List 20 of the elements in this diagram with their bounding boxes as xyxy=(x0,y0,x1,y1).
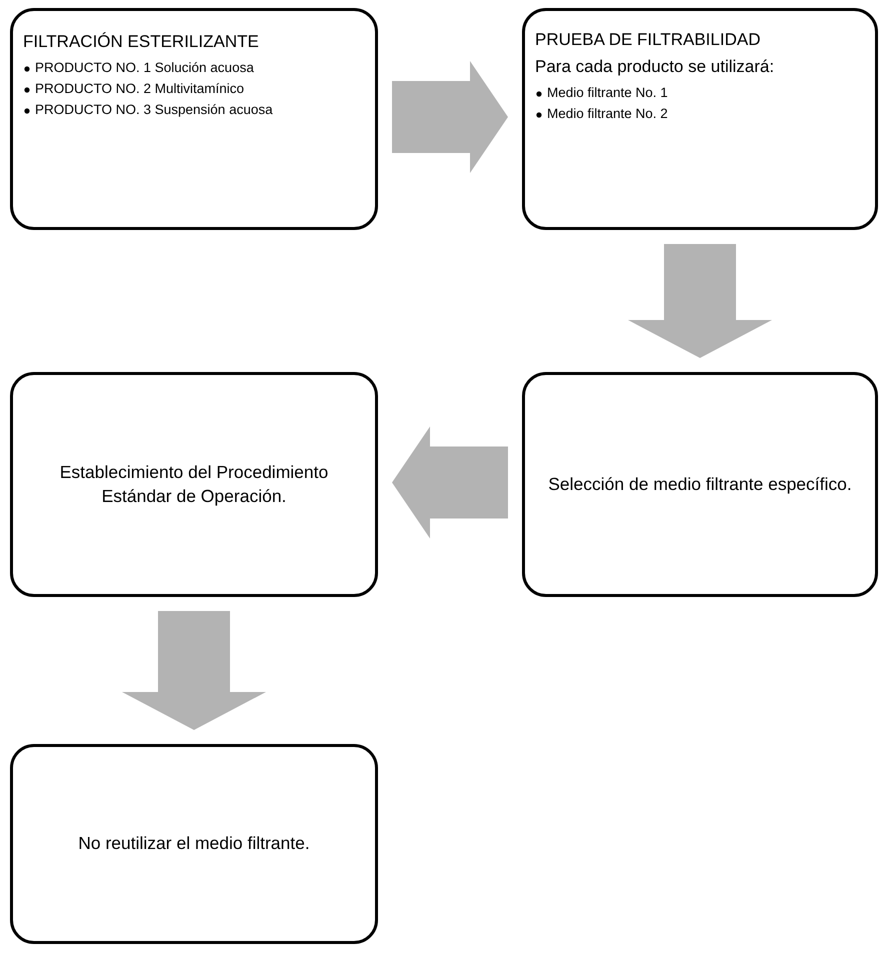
block-arrow xyxy=(122,611,266,730)
process-box xyxy=(10,744,378,944)
process-box xyxy=(10,372,378,597)
box-text: Selección de medio filtrante específico. xyxy=(548,472,852,496)
bullet-item: PRODUCTO NO. 2 Multivitamínico xyxy=(35,80,244,96)
bullet-item: Medio filtrante No. 1 xyxy=(547,84,668,100)
box-heading: FILTRACIÓN ESTERILIZANTE xyxy=(23,31,260,53)
block-arrow xyxy=(392,61,508,173)
process-box xyxy=(522,372,878,597)
block-arrow xyxy=(628,244,772,358)
box-text: No reutilizar el medio filtrante. xyxy=(78,832,310,856)
block-arrow xyxy=(392,426,508,538)
bullet-item: PRODUCTO NO. 3 Suspensión acuosa xyxy=(35,102,273,117)
box-heading: PRUEBA DE FILTRABILIDAD xyxy=(535,29,762,51)
bullet-item: PRODUCTO NO. 1 Solución acuosa xyxy=(35,60,254,75)
box-text: Establecimiento del Procedimiento Estándar de Operación. xyxy=(58,460,330,508)
box-text: Para cada producto se utilizará: xyxy=(535,56,776,78)
bullet-item: Medio filtrante No. 2 xyxy=(547,106,668,121)
process-box xyxy=(10,8,378,230)
process-box xyxy=(522,8,878,230)
